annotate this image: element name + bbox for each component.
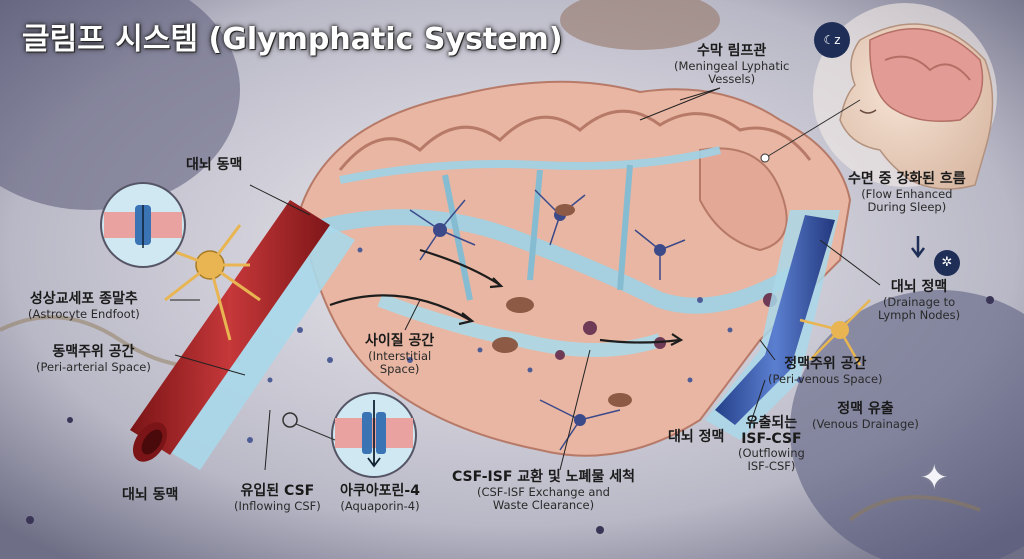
inset-aquaporin-arrow	[367, 400, 381, 468]
label-outflow-ko2: ISF-CSF	[741, 430, 802, 447]
mitochondrion-2	[492, 337, 518, 353]
bg-organelle-right	[790, 290, 1024, 559]
moon-zz-icon: ☾z	[814, 22, 850, 58]
label-cerebral-vein-bottom: 대뇌 정맥	[668, 429, 725, 446]
label-astrocyte: 성상교세포 종말추 (Astrocyte Endfoot)	[28, 291, 140, 321]
label-cerebral-vein-bottom-ko: 대뇌 정맥	[668, 429, 725, 445]
aquaporin-callout-origin	[282, 412, 298, 428]
label-outflow-en1: (Outflowing	[738, 446, 805, 461]
head-brain-folds	[884, 55, 971, 81]
page-title: 글림프 시스템 (Glymphatic System)	[22, 22, 563, 57]
label-flow-sleep-ko: 수면 중 강화된 흐름	[848, 171, 966, 187]
label-interstitial-ko: 사이질 공간	[365, 333, 435, 349]
label-astrocyte-en: (Astrocyte Endfoot)	[28, 306, 140, 321]
label-cerebral-artery-top: 대뇌 동맥	[186, 157, 243, 174]
label-exchange-en2: Waste Clearance)	[492, 497, 595, 512]
compartment-wall-2	[527, 169, 543, 281]
csf-channel-main	[307, 209, 805, 314]
label-cerebral-artery-bottom-ko: 대뇌 동맥	[122, 487, 179, 503]
label-interstitial-en2: Space)	[379, 361, 420, 376]
inset-aquaporin-channel-b	[376, 412, 386, 454]
lymph-node-icon: ✲	[934, 250, 960, 276]
artery-lumen	[141, 429, 163, 455]
label-perivenous: 정맥주위 공간 (Peri-venous Space)	[768, 356, 883, 386]
label-meningeal-lymph-ko: 수막 림프관	[697, 43, 767, 59]
label-exchange-en1: (CSF-ISF Exchange and	[476, 484, 610, 499]
label-aquaporin-en: (Aquaporin-4)	[340, 498, 420, 513]
label-drainage-en1: (Drainage to	[882, 294, 956, 309]
aquaporin-callout-line	[295, 423, 336, 441]
label-interstitial: 사이질 공간 (Interstitial Space)	[365, 333, 435, 376]
bg-particles	[26, 296, 994, 534]
label-outflow-en2: ISF-CSF)	[747, 459, 796, 474]
csf-channel-upper	[339, 146, 721, 184]
cerebral-vein	[715, 215, 835, 425]
label-periarterial: 동맥주위 공간 (Peri-arterial Space)	[36, 344, 151, 374]
label-aquaporin: 아쿠아포린-4 (Aquaporin-4)	[340, 483, 420, 513]
head-callout-dot	[760, 153, 770, 163]
label-drainage: 대뇌 정맥 (Drainage to Lymph Nodes)	[878, 279, 961, 322]
label-flow-sleep: 수면 중 강화된 흐름 (Flow Enhanced During Sleep)	[848, 171, 966, 214]
astrocyte-right-body	[831, 321, 849, 339]
label-drainage-en2: Lymph Nodes)	[878, 307, 961, 322]
label-aquaporin-ko: 아쿠아포린-4	[340, 483, 420, 499]
label-meningeal-lymph-en2: Vessels)	[708, 71, 756, 86]
label-venous-drainage-ko: 정맥 유출	[837, 401, 894, 417]
label-astrocyte-ko: 성상교세포 종말추	[29, 291, 138, 307]
mitochondrion-3	[608, 393, 632, 407]
label-cerebral-artery-top-ko: 대뇌 동맥	[186, 157, 243, 173]
head-callout-line	[764, 99, 861, 159]
label-inflow-en: (Inflowing CSF)	[234, 498, 321, 513]
label-meningeal-lymph: 수막 림프관 (Meningeal Lyphatic Vessels)	[674, 43, 790, 86]
closed-eye	[859, 109, 877, 114]
label-periarterial-en: (Peri-arterial Space)	[36, 359, 151, 374]
label-flow-sleep-en2: During Sleep)	[867, 199, 947, 214]
label-inflow-ko: 유입된 CSF	[240, 483, 315, 499]
label-flow-sleep-en1: (Flow Enhanced	[861, 186, 953, 201]
waste-clusters	[555, 293, 777, 360]
mitochondrion-4	[555, 204, 575, 216]
label-outflow-ko1: 유출되는	[745, 415, 798, 431]
brain-temporal-lobe	[699, 147, 788, 252]
flow-arrows	[329, 248, 684, 346]
leader-lines	[170, 87, 881, 471]
label-venous-drainage-en: (Venous Drainage)	[812, 416, 919, 431]
head-brain	[869, 28, 984, 122]
label-exchange-ko: CSF-ISF 교환 및 노폐물 세척	[452, 469, 635, 485]
label-exchange: CSF-ISF 교환 및 노폐물 세척 (CSF-ISF Exchange an…	[452, 469, 635, 512]
label-perivenous-ko: 정맥주위 공간	[784, 356, 867, 372]
cerebral-artery	[130, 200, 330, 455]
label-meningeal-lymph-en1: (Meningeal Lyphatic	[674, 58, 790, 73]
down-arrow-icon	[911, 236, 925, 259]
label-drainage-ko: 대뇌 정맥	[890, 279, 948, 295]
inset-aquaporin-channel-a	[362, 412, 372, 454]
interstitial-space	[377, 293, 663, 357]
label-inflow: 유입된 CSF (Inflowing CSF)	[234, 483, 321, 513]
label-periarterial-ko: 동맥주위 공간	[52, 344, 135, 360]
astrocyte	[164, 224, 261, 341]
bg-organelle-left	[0, 0, 240, 210]
brain-gyri	[338, 109, 812, 171]
sparkle-icon: ✦	[920, 458, 949, 498]
label-outflow: 유출되는 ISF-CSF (Outflowing ISF-CSF)	[738, 415, 805, 474]
csf-particles	[247, 247, 803, 443]
bg-fiber-2	[848, 495, 981, 522]
label-interstitial-en1: (Interstitial	[368, 348, 432, 363]
label-perivenous-en: (Peri-venous Space)	[768, 371, 883, 386]
label-cerebral-artery-bottom: 대뇌 동맥	[122, 487, 179, 504]
label-venous-drainage: 정맥 유출 (Venous Drainage)	[812, 401, 919, 431]
bg-mitochondria-top	[560, 0, 720, 50]
compartment-wall-3	[617, 164, 633, 291]
mitochondrion-1	[506, 297, 534, 313]
